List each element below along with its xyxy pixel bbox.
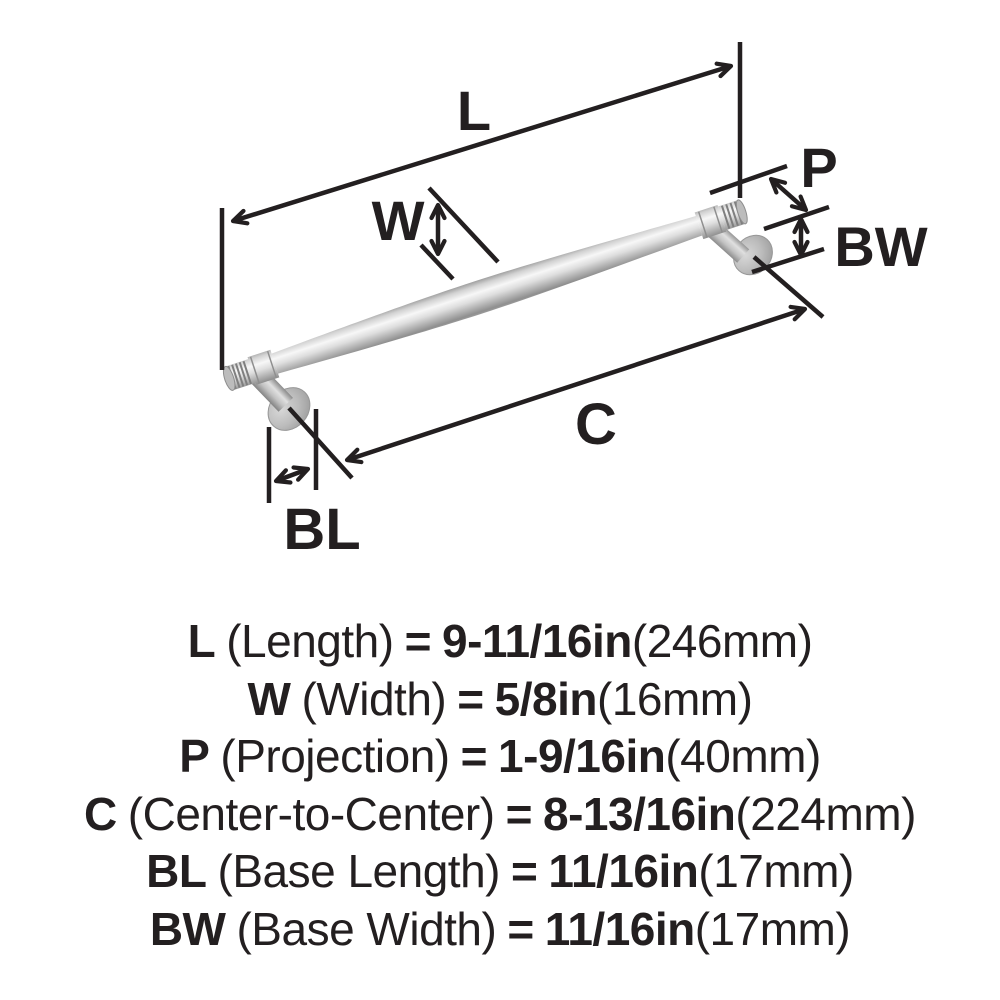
width-tick-upper: [427, 186, 500, 264]
spec-imperial-value: 8-13/16in: [543, 787, 736, 840]
dimension-L: L: [219, 42, 743, 370]
dimension-BL: BL: [266, 409, 361, 562]
dimension-arrow-L: [230, 61, 734, 226]
spec-imperial-value: 1-9/16in: [498, 730, 666, 782]
spec-metric-value: (224mm): [735, 787, 916, 840]
handle-illustration: [222, 199, 773, 431]
spec-imperial-value: 11/16in: [548, 845, 699, 897]
spec-equals: =: [507, 902, 534, 955]
spec-code: L: [187, 615, 216, 667]
spec-equals: =: [505, 787, 533, 840]
spec-name: (Projection): [220, 730, 450, 782]
spec-code: P: [179, 730, 210, 782]
spec-row-width: W(Width)=5/8in(16mm): [0, 671, 1000, 729]
dimension-P: P: [709, 136, 838, 213]
spec-row-center-to-center: C(Center-to-Center)=8-13/16in(224mm): [0, 786, 1000, 844]
dimension-arrow-P: [768, 176, 809, 213]
spec-equals: =: [404, 615, 432, 667]
dimension-W: W: [372, 186, 500, 281]
spec-metric-value: (40mm): [665, 730, 821, 782]
spec-metric-value: (17mm): [694, 902, 851, 955]
spec-metric-value: (246mm): [631, 615, 813, 667]
spec-name: (Length): [226, 615, 394, 667]
dimension-C: C: [287, 255, 825, 480]
spec-row-base-width: BW(Base Width)=11/16in(17mm): [0, 901, 1000, 959]
spec-imperial-value: 9-11/16in: [442, 615, 632, 667]
spec-code: C: [84, 787, 117, 840]
spec-imperial-value: 11/16in: [544, 902, 695, 955]
projection-tick: [709, 163, 788, 196]
callout-BL: BL: [283, 497, 360, 562]
spec-row-base-length: BL(Base Length)=11/16in(17mm): [0, 843, 1000, 901]
spec-equals: =: [511, 845, 538, 897]
spec-name: (Base Length): [217, 845, 501, 897]
spec-name: (Width): [301, 672, 447, 725]
dimension-spec-list: L(Length)=9-11/16in(246mm) W(Width)=5/8i…: [0, 613, 1000, 958]
callout-P: P: [800, 136, 837, 199]
center-extension-left: [287, 406, 354, 480]
spec-metric-value: (17mm): [698, 845, 854, 897]
spec-code: BL: [146, 845, 207, 897]
spec-name: (Base Width): [236, 902, 497, 955]
spec-imperial-value: 5/8in: [494, 672, 598, 725]
spec-metric-value: (16mm): [597, 672, 753, 725]
center-extension-right: [752, 255, 825, 319]
dimension-arrow-C: [344, 304, 808, 465]
callout-L: L: [457, 79, 491, 142]
callout-W: W: [372, 189, 425, 252]
base-width-tick-upper: [763, 204, 830, 232]
width-tick-lower: [419, 243, 455, 281]
spec-equals: =: [460, 730, 488, 782]
callout-C: C: [575, 392, 617, 457]
handle-bar: [222, 199, 748, 391]
spec-row-projection: P(Projection)=1-9/16in(40mm): [0, 728, 1000, 786]
callout-BW: BW: [834, 215, 927, 278]
spec-code: BW: [149, 902, 226, 955]
spec-code: W: [247, 672, 291, 725]
dimension-BW: BW: [751, 204, 928, 278]
dimension-arrow-BL: [273, 465, 311, 485]
spec-equals: =: [457, 672, 484, 725]
spec-row-length: L(Length)=9-11/16in(246mm): [0, 613, 1000, 671]
spec-name: (Center-to-Center): [127, 787, 495, 840]
